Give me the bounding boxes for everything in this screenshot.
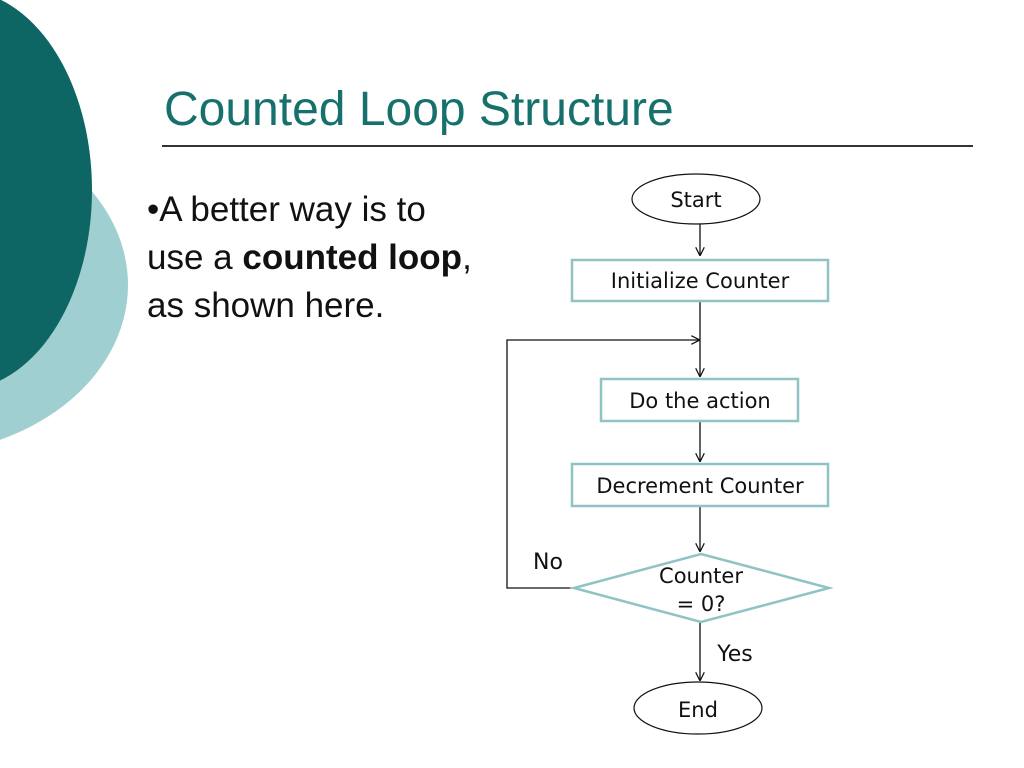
decision-label-line2: = 0? (677, 592, 726, 616)
bullet-marker: • (147, 190, 160, 229)
yes-branch-label: Yes (716, 642, 753, 667)
title-underline (162, 145, 973, 147)
end-node-shape (633, 681, 763, 735)
action-node-label: Do the action (629, 389, 770, 413)
decision-node: Counter = 0? (569, 552, 834, 624)
init-node: Initialize Counter (570, 258, 830, 303)
end-node-label: End (678, 698, 718, 722)
init-node-shape (570, 258, 830, 303)
action-node-shape (599, 377, 800, 423)
start-node-label: Start (670, 188, 721, 212)
decision-label-line1: Counter (659, 564, 743, 588)
bullet-text: •A better way is to use a counted loop, … (147, 186, 477, 330)
loop-back-arrow (506, 340, 699, 589)
init-node-label: Initialize Counter (611, 269, 790, 293)
start-node-shape (631, 173, 761, 225)
bullet-part1: A better way is to use a (147, 190, 426, 277)
decrement-node-shape (570, 462, 830, 508)
slide-title: Counted Loop Structure (164, 83, 674, 136)
start-node: Start (631, 173, 761, 225)
decrement-node: Decrement Counter (570, 462, 830, 508)
decrement-node-label: Decrement Counter (596, 474, 804, 498)
action-node: Do the action (599, 377, 800, 423)
decorative-circles (0, 0, 128, 440)
dark-teal-circle (0, 0, 92, 381)
no-branch-label: No (533, 550, 563, 575)
decision-node-shape (569, 552, 834, 624)
end-node: End (633, 681, 763, 735)
bullet-bold: counted loop (242, 238, 463, 277)
bullet-part2: , as shown here. (147, 238, 472, 325)
